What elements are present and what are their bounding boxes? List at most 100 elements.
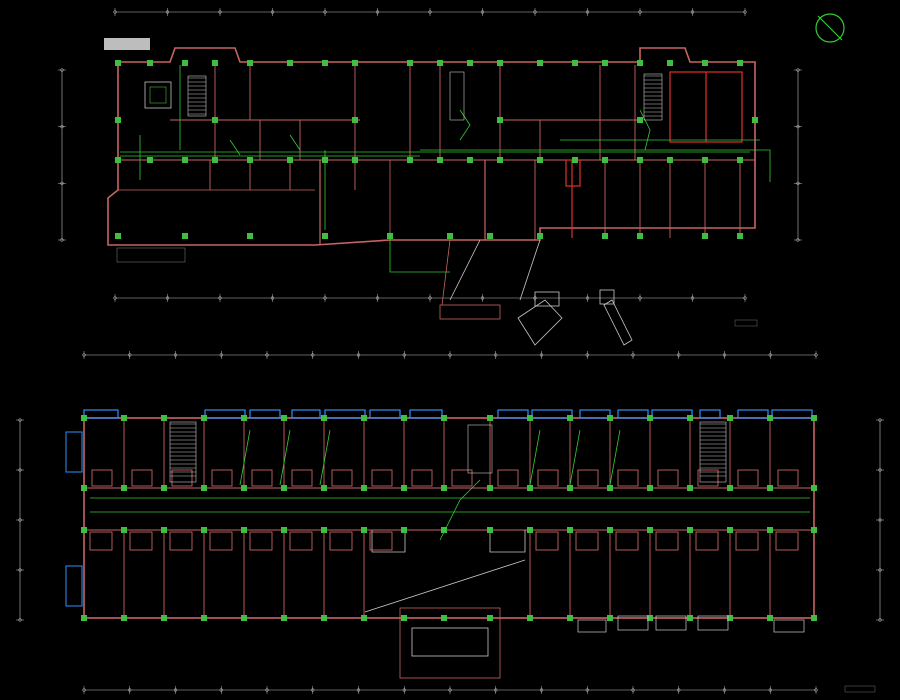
axis-bubble xyxy=(722,688,727,692)
column-marker xyxy=(607,615,613,621)
axis-bubble xyxy=(375,10,380,14)
upper-floor-plan xyxy=(58,8,802,346)
bathroom-pod xyxy=(615,531,639,551)
axis-bubble xyxy=(18,518,22,522)
column-marker xyxy=(702,157,708,163)
column-marker xyxy=(767,527,773,533)
column-marker xyxy=(281,527,287,533)
column-marker xyxy=(407,60,413,66)
bathroom-pod xyxy=(655,531,679,551)
column-marker xyxy=(161,415,167,421)
axis-bubble xyxy=(402,353,406,357)
column-marker xyxy=(161,485,167,491)
column-marker xyxy=(201,527,207,533)
column-marker xyxy=(647,485,653,491)
bathroom-pod xyxy=(129,531,153,551)
axis-bubble xyxy=(539,688,544,692)
lower-central-void xyxy=(364,530,526,679)
axis-bubble xyxy=(60,181,64,185)
bathroom-pod xyxy=(371,469,393,487)
column-marker xyxy=(567,615,573,621)
column-marker xyxy=(527,485,533,491)
axis-bubble xyxy=(878,618,882,622)
axis-bubble xyxy=(270,296,275,300)
column-marker xyxy=(727,415,733,421)
bathroom-pod xyxy=(735,531,759,551)
column-marker xyxy=(322,233,328,239)
column-marker xyxy=(352,157,358,163)
column-marker xyxy=(467,60,473,66)
column-marker xyxy=(727,615,733,621)
column-marker xyxy=(702,60,708,66)
balcony xyxy=(291,409,321,419)
axis-bubble xyxy=(743,10,747,14)
column-marker xyxy=(602,60,608,66)
axis-bubble xyxy=(638,296,642,300)
column-marker xyxy=(737,233,743,239)
bathroom-pod xyxy=(411,469,433,487)
axis-bubble xyxy=(533,10,537,14)
bathroom-pod xyxy=(211,469,233,487)
axis-bubble xyxy=(768,688,772,692)
column-marker xyxy=(321,527,327,533)
column-marker xyxy=(247,60,253,66)
axis-bubble xyxy=(356,688,361,692)
axis-bubble xyxy=(60,68,64,72)
column-marker xyxy=(811,615,817,621)
axis-bubble xyxy=(18,468,22,472)
bathroom-pod xyxy=(89,531,113,551)
axis-bubble xyxy=(690,296,695,300)
column-marker xyxy=(182,60,188,66)
axis-bubble xyxy=(448,353,452,357)
bathroom-pod xyxy=(535,531,559,551)
column-marker xyxy=(322,157,328,163)
bathroom-pod xyxy=(131,469,153,487)
column-marker xyxy=(352,117,358,123)
column-marker xyxy=(567,527,573,533)
column-marker xyxy=(687,485,693,491)
column-marker xyxy=(602,157,608,163)
column-marker xyxy=(212,60,218,66)
column-marker xyxy=(182,157,188,163)
balcony xyxy=(579,409,611,419)
axis-bubble xyxy=(173,688,178,692)
upper-pipe-network xyxy=(120,65,771,273)
column-marker xyxy=(647,415,653,421)
column-marker xyxy=(121,485,127,491)
column-marker xyxy=(121,527,127,533)
column-marker xyxy=(537,233,543,239)
axis-bubble xyxy=(448,688,452,692)
lower-balconies xyxy=(83,409,813,419)
bathroom-pod xyxy=(577,469,599,487)
upper-interior-partitions xyxy=(170,65,741,240)
column-marker xyxy=(647,615,653,621)
column-marker xyxy=(387,233,393,239)
column-marker xyxy=(487,233,493,239)
column-marker xyxy=(115,117,121,123)
axis-bubble xyxy=(878,468,882,472)
column-marker xyxy=(161,527,167,533)
column-marker xyxy=(527,415,533,421)
axis-bubble xyxy=(18,568,22,572)
bathroom-pod xyxy=(777,469,799,487)
column-marker xyxy=(767,415,773,421)
balcony xyxy=(409,409,443,419)
column-marker xyxy=(702,233,708,239)
column-marker xyxy=(441,615,447,621)
balcony xyxy=(249,409,281,419)
axis-bubble xyxy=(323,296,327,300)
lower-pipe-network xyxy=(90,429,810,541)
axis-bubble xyxy=(480,296,485,300)
column-marker xyxy=(602,233,608,239)
column-marker xyxy=(321,615,327,621)
column-marker xyxy=(647,527,653,533)
column-marker xyxy=(437,60,443,66)
bathroom-pod xyxy=(369,531,393,551)
column-marker xyxy=(737,157,743,163)
axis-bubble xyxy=(814,688,818,692)
axis-bubble xyxy=(585,353,589,357)
bathroom-pod xyxy=(289,531,313,551)
column-marker xyxy=(447,233,453,239)
axis-bubble xyxy=(722,353,727,357)
